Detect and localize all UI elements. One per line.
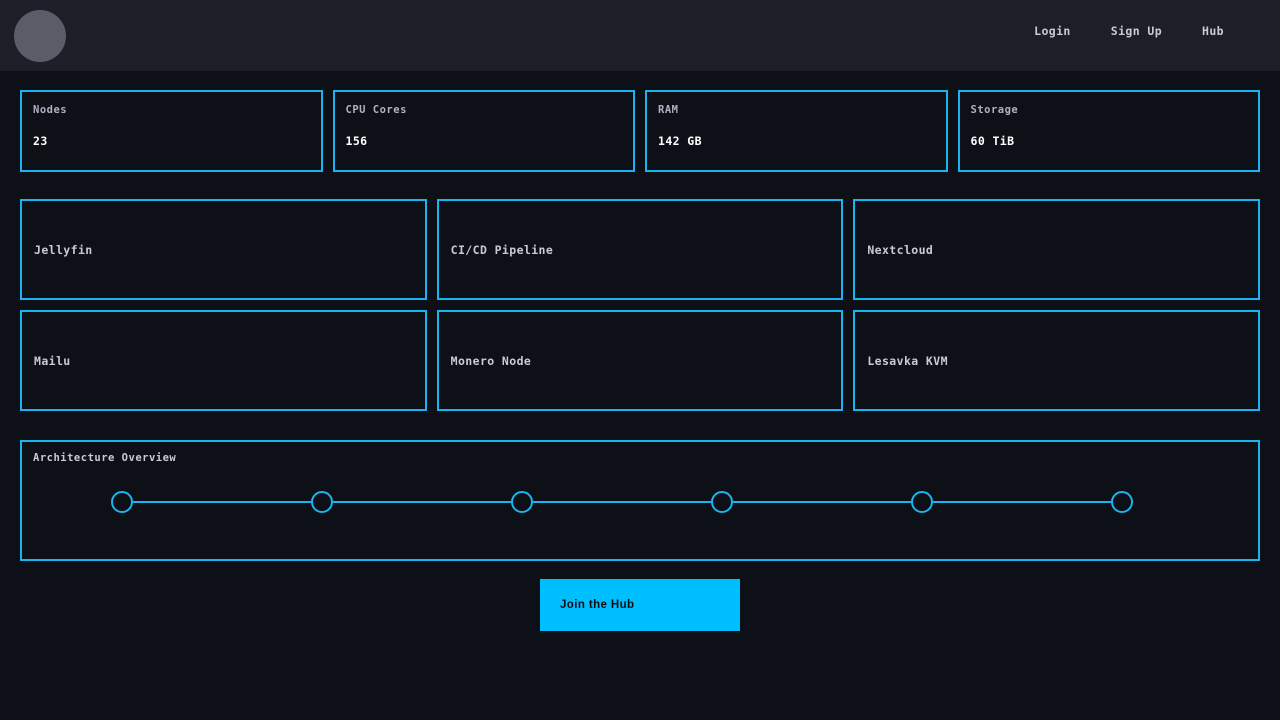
nav-link-login[interactable]: Login bbox=[1034, 24, 1071, 38]
service-name: Monero Node bbox=[450, 353, 532, 368]
service-card-lesavka-kvm[interactable]: Lesavka KVM bbox=[853, 310, 1260, 411]
stat-value: 23 bbox=[33, 134, 48, 148]
stat-value: 156 bbox=[345, 134, 368, 148]
service-name: CI/CD Pipeline bbox=[450, 242, 554, 257]
main-navigation: Login Sign Up Hub bbox=[1034, 24, 1224, 38]
architecture-diagram bbox=[111, 491, 1133, 513]
service-name: Lesavka KVM bbox=[867, 353, 948, 368]
architecture-node-5[interactable] bbox=[911, 491, 933, 513]
architecture-title: Architecture Overview bbox=[33, 452, 177, 464]
stat-label: Storage bbox=[970, 104, 1019, 116]
architecture-node-2[interactable] bbox=[311, 491, 333, 513]
join-the-hub-label: Join the Hub bbox=[560, 599, 635, 611]
site-header: Login Sign Up Hub bbox=[0, 0, 1280, 71]
stat-card-cpu-cores: CPU Cores 156 bbox=[332, 90, 635, 172]
service-card-nextcloud[interactable]: Nextcloud bbox=[853, 199, 1260, 300]
stat-card-nodes: Nodes 23 bbox=[20, 90, 323, 172]
service-name: Mailu bbox=[34, 353, 71, 368]
join-the-hub-button[interactable]: Join the Hub bbox=[540, 579, 740, 631]
nav-link-hub[interactable]: Hub bbox=[1202, 24, 1224, 38]
service-card-cicd-pipeline[interactable]: CI/CD Pipeline bbox=[436, 199, 844, 300]
avatar[interactable] bbox=[14, 10, 66, 62]
stat-label: Nodes bbox=[33, 104, 68, 116]
stat-card-storage: Storage 60 TiB bbox=[957, 90, 1260, 172]
stat-label: CPU Cores bbox=[345, 104, 407, 116]
architecture-node-1[interactable] bbox=[111, 491, 133, 513]
architecture-node-6[interactable] bbox=[1111, 491, 1133, 513]
architecture-overview-panel: Architecture Overview bbox=[20, 440, 1260, 561]
stat-label: RAM bbox=[658, 104, 679, 116]
service-card-jellyfin[interactable]: Jellyfin bbox=[20, 199, 427, 300]
stat-value: 60 TiB bbox=[970, 134, 1015, 148]
services-grid: Jellyfin CI/CD Pipeline Nextcloud Mailu … bbox=[20, 199, 1260, 411]
service-name: Nextcloud bbox=[867, 242, 934, 257]
architecture-node-4[interactable] bbox=[711, 491, 733, 513]
service-card-mailu[interactable]: Mailu bbox=[20, 310, 427, 411]
service-name: Jellyfin bbox=[34, 242, 93, 257]
service-card-monero-node[interactable]: Monero Node bbox=[436, 310, 844, 411]
stat-value: 142 GB bbox=[658, 134, 702, 148]
architecture-node-3[interactable] bbox=[511, 491, 533, 513]
stats-row: Nodes 23 CPU Cores 156 RAM 142 GB Storag… bbox=[20, 90, 1260, 172]
nav-link-sign-up[interactable]: Sign Up bbox=[1110, 24, 1163, 38]
stat-card-ram: RAM 142 GB bbox=[645, 90, 948, 172]
